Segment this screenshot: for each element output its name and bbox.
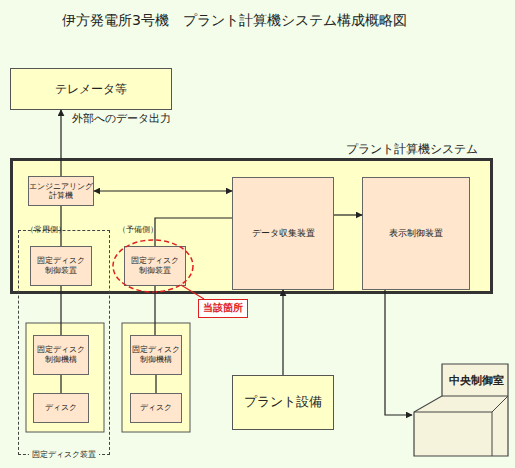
connector (385, 290, 412, 415)
diagram-title: 伊方発電所3号機 プラント計算機システム構成概略図 (62, 12, 407, 30)
side-label: （常用側） (26, 224, 66, 235)
mechanism-box: 固定ディスク 制御機構 (33, 335, 89, 375)
node-text: 中央制御室 (442, 374, 510, 388)
connector (60, 286, 61, 335)
mechanism-box: 固定ディスク 制御機構 (130, 335, 182, 375)
node-text: 固定ディスク 制御装置 (31, 256, 91, 276)
connector (334, 214, 362, 215)
node-text: データ収集装置 (252, 228, 315, 239)
disk-unit-box (26, 323, 104, 432)
connector (60, 110, 61, 176)
node-text: 当該箇所 (203, 302, 243, 315)
output-target-box: テレメータ等 (10, 68, 172, 110)
node-text: 固定ディスク 制御機構 (131, 345, 181, 365)
connector (282, 290, 283, 375)
process-box: データ収集装置 (232, 177, 334, 290)
leader-line (181, 285, 204, 299)
disk-unit-box (122, 323, 190, 432)
connector (94, 190, 232, 191)
side-label: （予備側） (118, 224, 158, 235)
node-text: 表示制御装置 (389, 228, 443, 239)
disk-box: ディスク (130, 393, 182, 423)
console-edge (414, 396, 508, 456)
controller-box: 固定ディスク 制御装置 (30, 246, 92, 286)
connector (60, 375, 61, 393)
node-text: 固定ディスク 制御装置 (125, 256, 185, 276)
node-text: テレメータ等 (55, 82, 127, 97)
callout-box: 当該箇所 (198, 299, 248, 318)
connector (60, 206, 61, 246)
node-text: 固定ディスク 制御機構 (34, 345, 88, 365)
connector (155, 375, 156, 393)
disk-box: ディスク (33, 393, 89, 423)
node-text: 固定ディスク装置 (29, 450, 99, 460)
controller-box: 固定ディスク 制御装置 (124, 246, 186, 286)
connector (154, 286, 155, 335)
control-room-console: 中央制御室 (412, 360, 512, 460)
node-text: エンジニアリング 計算機 (29, 182, 93, 201)
process-box: 表示制御装置 (362, 177, 470, 290)
edge-label: 外部へのデータ出力 (72, 111, 171, 126)
dashed-group-box: 固定ディスク装置固定ディスク 制御機構ディスク (18, 230, 110, 455)
node-text: プラント計算機システム (346, 142, 478, 157)
process-box: エンジニアリング 計算機 (28, 176, 94, 206)
node-text: ディスク (45, 403, 77, 413)
node-text: プラント設備 (244, 394, 322, 410)
system-group-box: プラント計算機システムエンジニアリング 計算機データ収集装置表示制御装置固定ディ… (10, 158, 493, 294)
node-text: ディスク (140, 403, 172, 413)
plant-equipment-box: プラント設備 (232, 375, 334, 430)
highlight-ellipse (113, 240, 193, 292)
connector (155, 218, 232, 246)
